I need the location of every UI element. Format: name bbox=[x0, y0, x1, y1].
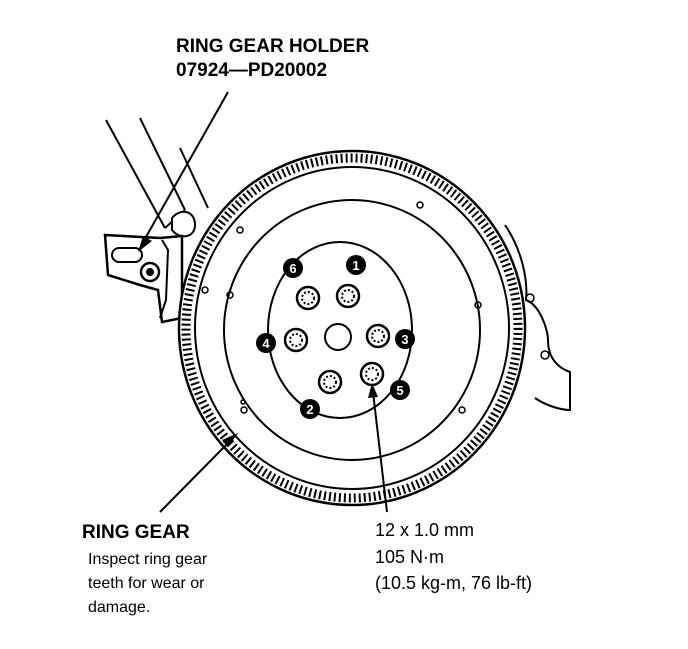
bolt-torque-alt-spec: (10.5 kg-m, 76 lb-ft) bbox=[375, 573, 533, 593]
svg-text:4: 4 bbox=[262, 336, 270, 351]
engine-bolt-hole bbox=[540, 350, 550, 360]
holder-leader-line bbox=[141, 91, 229, 245]
ring-gear-leader-line bbox=[159, 437, 234, 513]
svg-text:3: 3 bbox=[401, 332, 408, 347]
ring-gear-holder-title: RING GEAR HOLDER bbox=[176, 36, 370, 57]
sequence-marker-5: 5 bbox=[390, 380, 410, 400]
ring-gear-holder-tool bbox=[103, 117, 209, 324]
ring-gear-note-line: Inspect ring gear bbox=[88, 551, 208, 568]
bolt-spec-leader-line bbox=[372, 391, 388, 513]
svg-text:2: 2 bbox=[306, 402, 313, 417]
engine-block-outline bbox=[504, 224, 571, 412]
ring-gear-teeth bbox=[181, 153, 523, 503]
tightening-sequence-markers: 1 2 3 4 5 6 bbox=[256, 255, 415, 419]
sequence-marker-6: 6 bbox=[283, 258, 303, 278]
svg-text:1: 1 bbox=[352, 258, 359, 273]
ring-gear-title: RING GEAR bbox=[82, 522, 190, 543]
bolt-size-spec: 12 x 1.0 mm bbox=[375, 520, 475, 540]
bolt-torque-spec: 105 N·m bbox=[375, 547, 445, 567]
ring-gear-holder-part-number: 07924—PD20002 bbox=[176, 60, 328, 81]
sequence-marker-1: 1 bbox=[346, 255, 366, 275]
engine-bolt-hole bbox=[525, 293, 535, 303]
holder-leader-arrowhead bbox=[138, 236, 152, 252]
ring-gear-note-line: teeth for wear or bbox=[88, 575, 205, 592]
ring-gear-note-line: damage. bbox=[88, 599, 151, 616]
sequence-marker-3: 3 bbox=[395, 329, 415, 349]
bolt-spec-leader-arrowhead bbox=[368, 383, 378, 398]
sequence-marker-2: 2 bbox=[300, 399, 320, 419]
flywheel-bolts bbox=[283, 283, 391, 395]
sequence-marker-4: 4 bbox=[256, 333, 276, 353]
center-hole bbox=[324, 323, 352, 351]
svg-text:6: 6 bbox=[289, 261, 296, 276]
flywheel bbox=[177, 149, 527, 507]
ring-gear-leader-arrowhead bbox=[222, 433, 238, 447]
svg-text:5: 5 bbox=[396, 383, 403, 398]
